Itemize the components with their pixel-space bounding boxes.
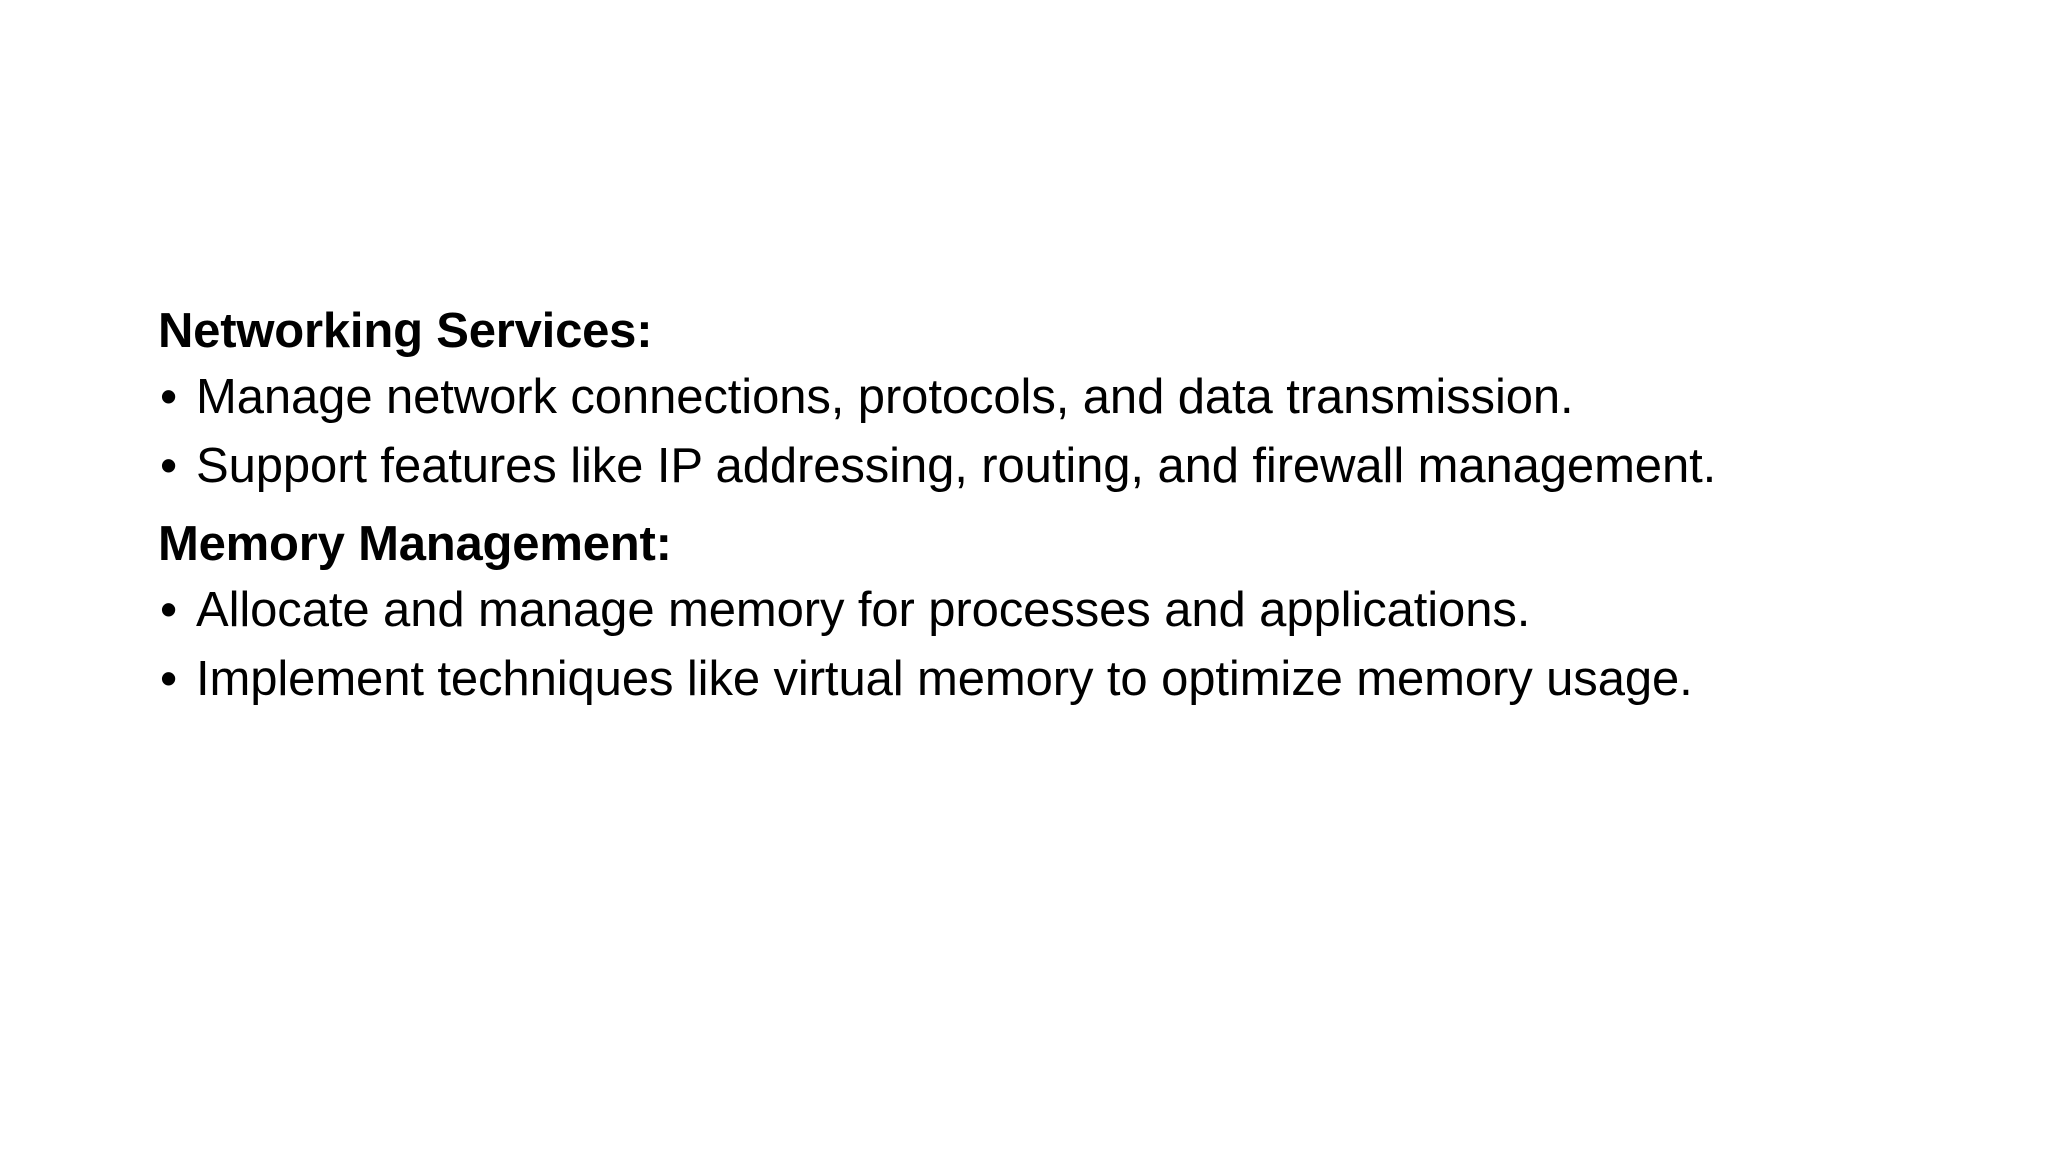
list-item-text: Allocate and manage memory for processes…: [196, 582, 1531, 637]
list-item-text: Implement techniques like virtual memory…: [196, 652, 1693, 707]
section-networking-services: Networking Services: • Manage network co…: [158, 300, 1798, 499]
bullet-point-icon: •: [160, 652, 178, 707]
list-item: • Allocate and manage memory for process…: [158, 579, 1798, 643]
list-item: • Support features like IP addressing, r…: [158, 435, 1798, 499]
section-heading-networking-services: Networking Services:: [158, 304, 653, 358]
bullet-point-icon: •: [160, 369, 178, 424]
bullet-point-icon: •: [160, 439, 178, 494]
section-heading-memory-management: Memory Management:: [158, 517, 672, 572]
list-item: • Manage network connections, protocols,…: [158, 366, 1798, 430]
list-item-text: Manage network connections, protocols, a…: [196, 369, 1574, 424]
bullet-list-networking-services: • Manage network connections, protocols,…: [158, 366, 1798, 499]
list-item: • Implement techniques like virtual memo…: [158, 648, 1798, 712]
section-memory-management: Memory Management: • Allocate and manage…: [158, 513, 1798, 712]
list-item-text: Support features like IP addressing, rou…: [196, 439, 1717, 494]
slide-content-body: Networking Services: • Manage network co…: [158, 300, 1798, 712]
bullet-point-icon: •: [160, 582, 178, 637]
bullet-list-memory-management: • Allocate and manage memory for process…: [158, 579, 1798, 712]
